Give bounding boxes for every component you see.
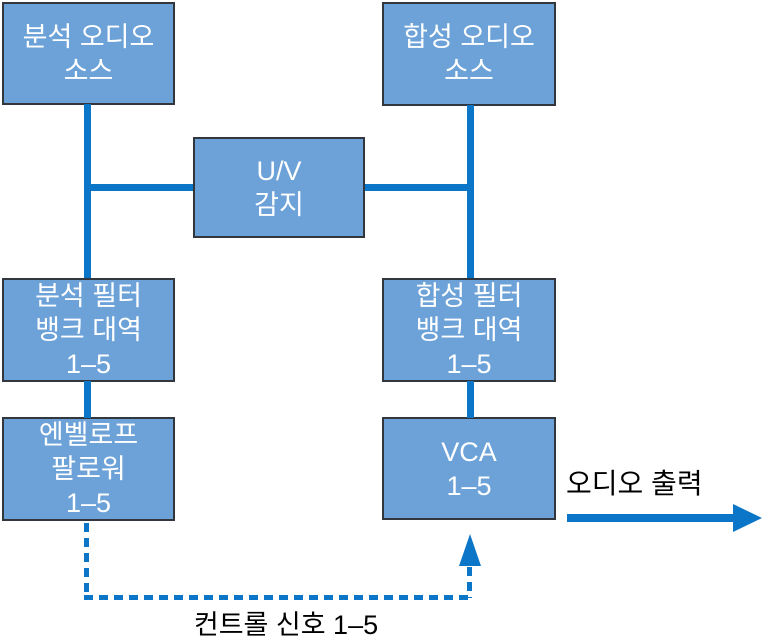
connector-synthesis-filter-to-vca: [467, 381, 474, 418]
control-signal-arrow-up-icon: [459, 534, 481, 566]
control-signal-dashed-line-right: [467, 567, 472, 598]
analysis-filter-bank-node: 분석 필터 뱅크 대역 1–5: [2, 278, 175, 382]
synthesis-filter-bank-node: 합성 필터 뱅크 대역 1–5: [382, 278, 556, 382]
audio-output-arrow-icon: [733, 504, 762, 532]
envelope-follower-node: 엔벨로프 팔로워 1–5: [2, 417, 175, 521]
connector-left-to-uv-detection: [87, 184, 193, 191]
connector-analysis-source-to-filter: [84, 104, 91, 278]
connector-uv-detection-to-right: [365, 184, 471, 191]
audio-output-arrow-shaft: [567, 514, 734, 522]
control-signal-dashed-line-bottom: [84, 595, 471, 600]
connector-synthesis-source-to-filter: [467, 105, 474, 278]
audio-output-label: 오디오 출력: [566, 468, 703, 499]
analysis-audio-source-node: 분석 오디오 소스: [2, 2, 175, 105]
synthesis-audio-source-node: 합성 오디오 소스: [382, 2, 556, 106]
connector-analysis-filter-to-envelope: [84, 381, 91, 418]
control-signal-dashed-line-left: [84, 523, 89, 599]
control-signal-label: 컨트롤 신호 1–5: [193, 610, 379, 640]
vca-node: VCA 1–5: [382, 417, 556, 520]
uv-detection-node: U/V 감지: [193, 137, 365, 238]
